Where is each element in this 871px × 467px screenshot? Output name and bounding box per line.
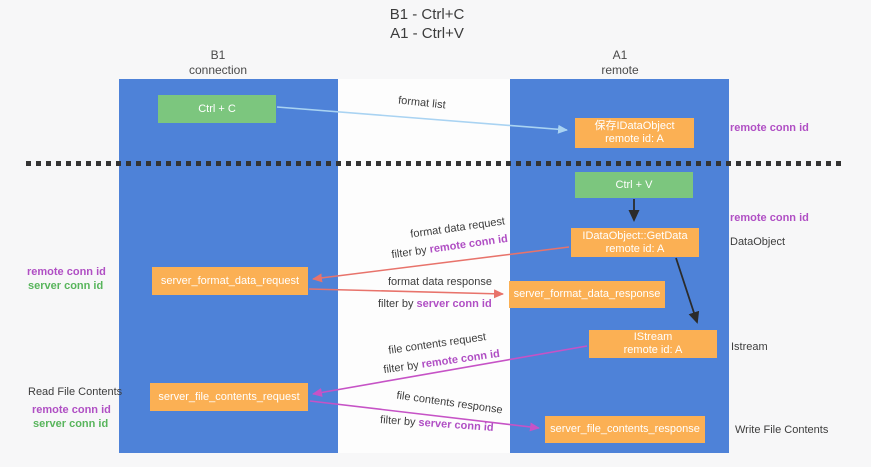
- label-format-data-response: format data response: [388, 276, 492, 288]
- node-istream-line2: remote id: A: [623, 344, 683, 356]
- node-istream-line1: IStream: [633, 331, 673, 343]
- title-line2: A1 - Ctrl+V: [390, 25, 464, 42]
- left-column-subtitle: connection: [188, 63, 248, 77]
- node-idataobject-getdata: IDataObject::GetData remote id: A: [571, 228, 699, 257]
- label-filter-by-text: filter by: [379, 414, 416, 429]
- node-server-file-contents-request-label: server_file_contents_request: [158, 390, 300, 403]
- right-column-header: A1 remote: [601, 48, 638, 78]
- annotation-server-conn-id-left-2: server conn id: [33, 418, 109, 430]
- node-server-file-contents-response: server_file_contents_response: [545, 416, 705, 443]
- label-server-conn-id: server conn id: [416, 298, 492, 310]
- node-server-format-data-request-label: server_format_data_request: [160, 274, 300, 287]
- phase-divider-dashed-line: [26, 161, 846, 166]
- node-ctrl-v-label: Ctrl + V: [615, 178, 653, 191]
- node-save-idataobject-line2: remote id: A: [605, 133, 664, 145]
- arrow-format-data-response: [308, 288, 504, 299]
- between-columns-strip: [338, 79, 510, 453]
- arrow-file-contents-response: [309, 400, 540, 432]
- title-line1: B1 - Ctrl+C: [389, 6, 465, 23]
- node-server-format-data-response-label: server_format_data_response: [513, 288, 661, 300]
- node-ctrl-v: Ctrl + V: [575, 172, 693, 198]
- label-filter-by-text: filter by: [378, 298, 414, 310]
- arrow-getdata-to-istream: [675, 257, 700, 324]
- annotation-remote-conn-id-left-1: remote conn id: [27, 266, 106, 278]
- arrow-file-contents-request: [312, 345, 588, 397]
- annotation-dataobject: DataObject: [730, 236, 786, 248]
- node-istream: IStream remote id: A: [589, 330, 717, 358]
- left-column-header: B1 connection: [189, 48, 247, 78]
- annotation-remote-conn-id-right-2: remote conn id: [730, 212, 809, 224]
- node-server-file-contents-request: server_file_contents_request: [150, 383, 308, 411]
- annotation-remote-conn-id-left-2: remote conn id: [32, 404, 111, 416]
- annotation-remote-conn-id-right-1: remote conn id: [730, 122, 809, 134]
- node-idataobject-getdata-line2: remote id: A: [605, 242, 665, 255]
- node-ctrl-c-label: Ctrl + C: [198, 102, 236, 115]
- node-server-format-data-response: server_format_data_response: [509, 281, 665, 308]
- node-save-idataobject: 保存IDataObject remote id: A: [575, 118, 694, 148]
- node-save-idataobject-line1: 保存IDataObject: [594, 120, 675, 132]
- annotation-istream: Istream: [731, 341, 768, 353]
- diagram-title: B1 - Ctrl+C A1 - Ctrl+V: [390, 5, 465, 43]
- arrow-format-data-request: [312, 246, 570, 283]
- annotation-write-file-contents: Write File Contents: [735, 424, 829, 436]
- annotation-server-conn-id-left-1: server conn id: [28, 280, 104, 292]
- left-column-title: B1: [210, 48, 226, 62]
- right-column-subtitle: remote: [601, 63, 639, 77]
- node-ctrl-c: Ctrl + C: [158, 95, 276, 123]
- node-idataobject-getdata-line1: IDataObject::GetData: [582, 229, 688, 242]
- annotation-read-file-contents: Read File Contents: [28, 386, 123, 398]
- right-column-title: A1: [612, 48, 628, 62]
- node-server-file-contents-response-label: server_file_contents_response: [550, 423, 700, 435]
- arrow-format-list: [276, 106, 568, 134]
- node-server-format-data-request: server_format_data_request: [152, 267, 308, 295]
